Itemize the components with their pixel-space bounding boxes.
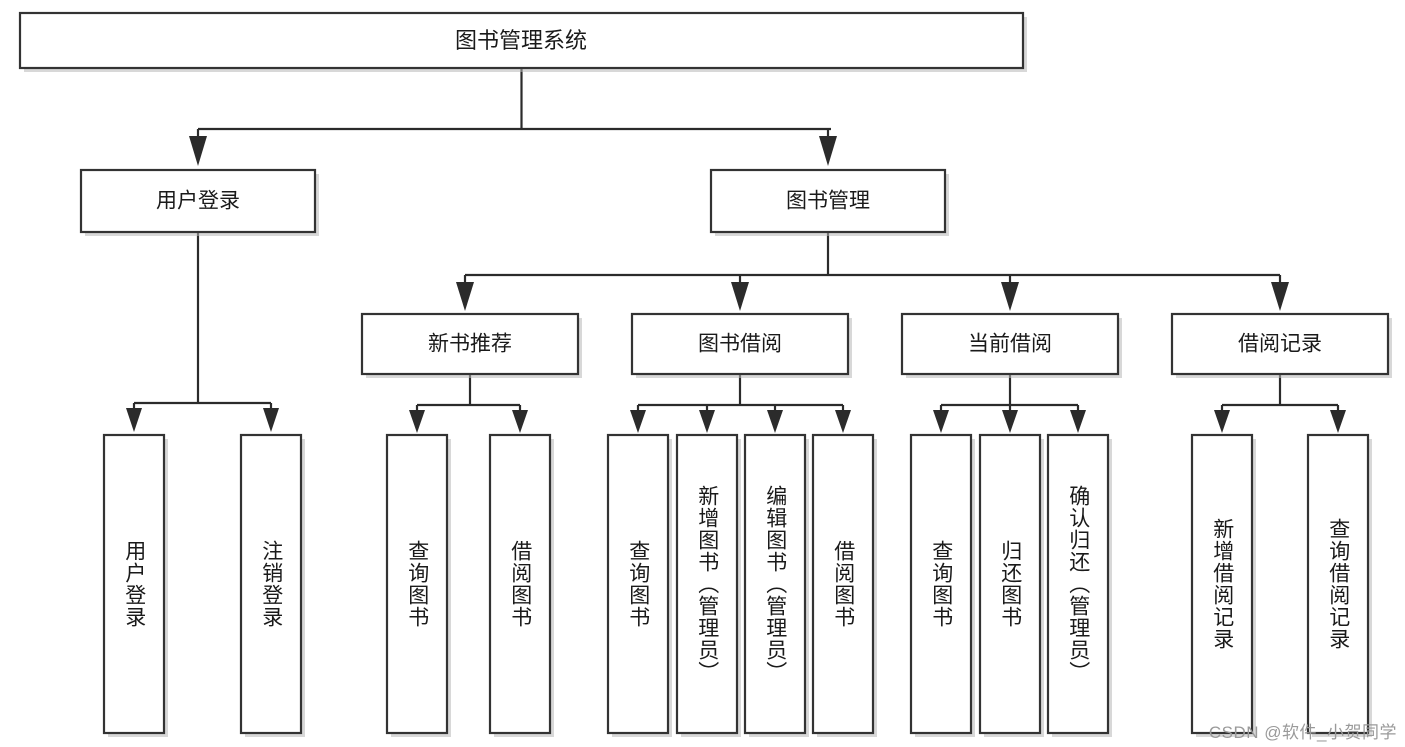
book-manage-box[interactable] xyxy=(709,168,947,234)
arrow-book-borrow-leaf-1 xyxy=(630,410,646,433)
node-book-manage[interactable]: 图书管理 xyxy=(709,168,949,236)
arrow-user-login-leaf-2 xyxy=(263,408,279,432)
watermark-text: CSDN @软件_小贺同学 xyxy=(1208,723,1397,742)
current-borrow-label: 当前借阅 xyxy=(968,333,1052,356)
leaf-node-borrow-book-1[interactable] xyxy=(488,433,554,737)
new-book-recommend-label: 新书推荐 xyxy=(428,333,512,356)
leaf-node-confirm-return-admin[interactable] xyxy=(1046,433,1112,737)
leaf-node-query-book-3[interactable] xyxy=(909,433,975,737)
leaf-node-add-book-admin[interactable] xyxy=(675,433,741,737)
leaf-return-book-box[interactable] xyxy=(978,433,1042,735)
leaf-node-logout-login[interactable] xyxy=(239,433,305,737)
leaf-borrow-book-1-box[interactable] xyxy=(488,433,552,735)
arrow-user-login-leaf-1 xyxy=(126,408,142,432)
leaf-borrow-book-2-box[interactable] xyxy=(811,433,875,735)
node-book-borrow[interactable]: 图书借阅 xyxy=(630,312,852,378)
arrow-current-borrow-leaf-3 xyxy=(1070,410,1086,433)
arrow-root-to-book-manage xyxy=(819,136,837,166)
leaf-user-login-box[interactable] xyxy=(102,433,166,735)
connector-layer xyxy=(126,68,1346,433)
current-borrow-box[interactable] xyxy=(900,312,1120,376)
leaf-query-book-2-box[interactable] xyxy=(606,433,670,735)
node-borrow-record[interactable]: 借阅记录 xyxy=(1170,312,1392,378)
node-user-login[interactable]: 用户登录 xyxy=(79,168,319,236)
root-label: 图书管理系统 xyxy=(455,28,587,53)
leaf-edit-book-admin-box[interactable] xyxy=(743,433,807,735)
node-new-book-recommend[interactable]: 新书推荐 xyxy=(360,312,582,378)
leaf-add-book-admin-box[interactable] xyxy=(675,433,739,735)
arrow-book-borrow-leaf-2 xyxy=(699,410,715,433)
arrow-borrow-record-leaf-2 xyxy=(1330,410,1346,433)
borrow-record-box[interactable] xyxy=(1170,312,1390,376)
arrow-book-borrow-leaf-4 xyxy=(835,410,851,433)
leaf-node-query-book-2[interactable] xyxy=(606,433,672,737)
leaf-node-borrow-book-2[interactable] xyxy=(811,433,877,737)
arrow-root-to-user-login xyxy=(189,136,207,166)
borrow-record-label: 借阅记录 xyxy=(1238,333,1322,356)
root-box[interactable] xyxy=(18,11,1025,70)
new-book-recommend-box[interactable] xyxy=(360,312,580,376)
leaf-node-add-borrow-record[interactable] xyxy=(1190,433,1256,737)
user-login-box[interactable] xyxy=(79,168,317,234)
arrow-current-borrow-leaf-1 xyxy=(933,410,949,433)
node-root[interactable]: 图书管理系统 xyxy=(18,11,1027,72)
arrow-new-book-leaf-2 xyxy=(512,410,528,433)
arrow-book-borrow-leaf-3 xyxy=(767,410,783,433)
leaf-query-book-3-box[interactable] xyxy=(909,433,973,735)
leaf-query-book-1-box[interactable] xyxy=(385,433,449,735)
arrow-new-book-leaf-1 xyxy=(409,410,425,433)
book-borrow-box[interactable] xyxy=(630,312,850,376)
book-manage-label: 图书管理 xyxy=(786,190,870,213)
leaf-logout-login-box[interactable] xyxy=(239,433,303,735)
leaf-add-borrow-record-box[interactable] xyxy=(1190,433,1254,735)
user-login-label: 用户登录 xyxy=(156,190,240,213)
arrow-book-manage-to-borrow-record xyxy=(1271,282,1289,311)
arrow-book-manage-to-book-borrow xyxy=(731,282,749,311)
leaf-node-query-book-1[interactable] xyxy=(385,433,451,737)
arrow-book-manage-to-new-book xyxy=(456,282,474,311)
arrow-book-manage-to-current-borrow xyxy=(1001,282,1019,311)
arrow-current-borrow-leaf-2 xyxy=(1002,410,1018,433)
leaf-node-edit-book-admin[interactable] xyxy=(743,433,809,737)
node-current-borrow[interactable]: 当前借阅 xyxy=(900,312,1122,378)
leaf-query-borrow-record-box[interactable] xyxy=(1306,433,1370,735)
leaf-confirm-return-admin-box[interactable] xyxy=(1046,433,1110,735)
leaf-node-return-book[interactable] xyxy=(978,433,1044,737)
leaf-node-user-login[interactable] xyxy=(102,433,168,737)
book-borrow-label: 图书借阅 xyxy=(698,333,782,356)
arrow-borrow-record-leaf-1 xyxy=(1214,410,1230,433)
leaf-node-query-borrow-record[interactable] xyxy=(1306,433,1372,737)
node-layer: 图书管理系统 用户登录 图书管理 新书推荐 xyxy=(18,11,1392,737)
